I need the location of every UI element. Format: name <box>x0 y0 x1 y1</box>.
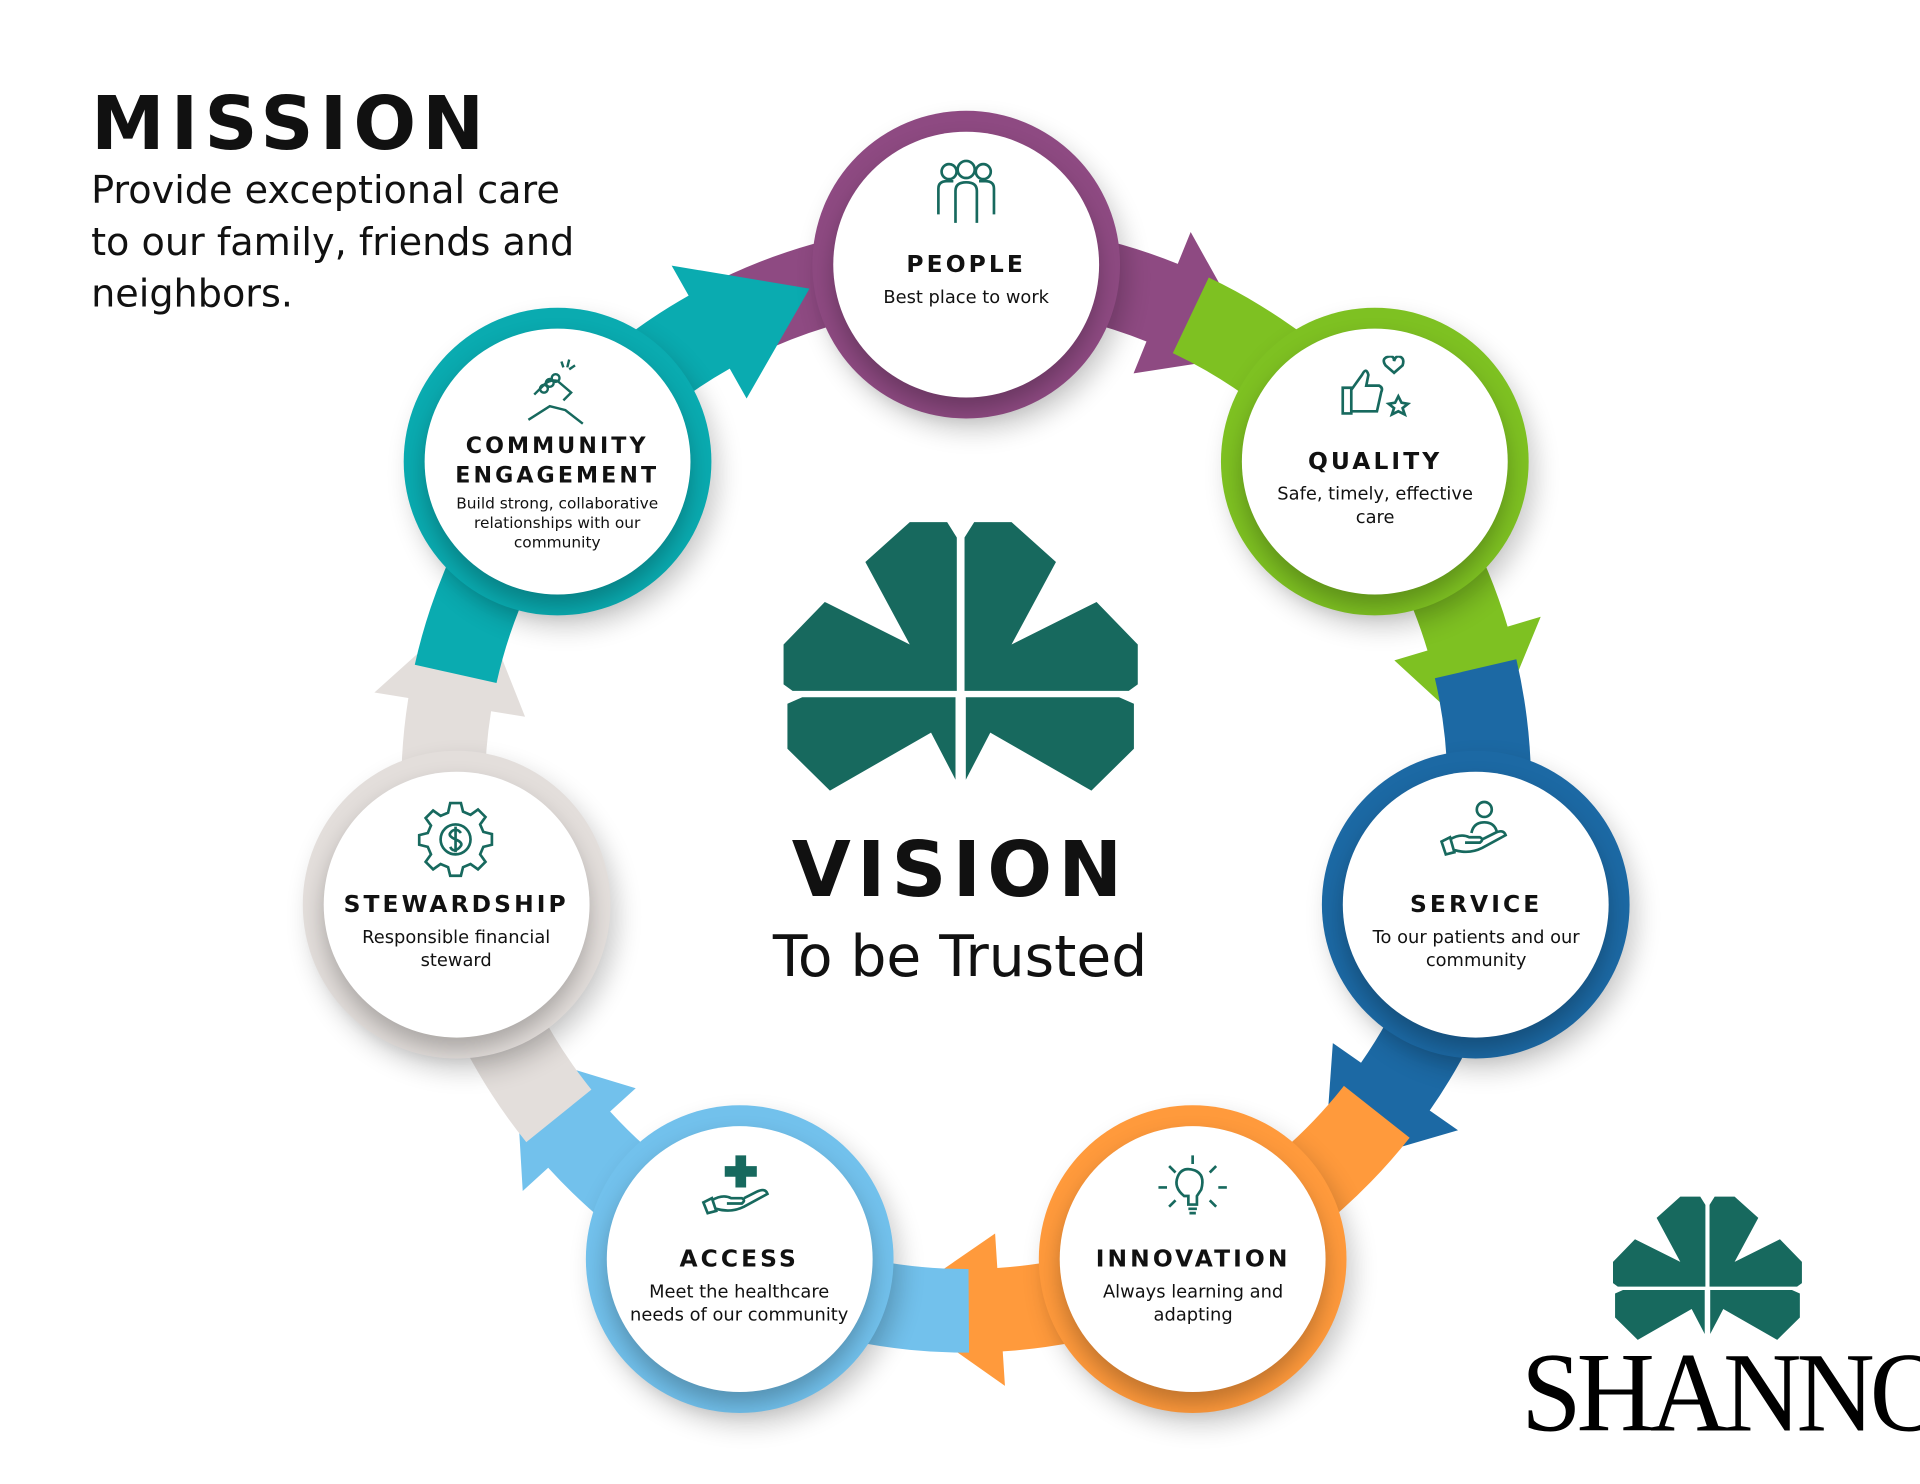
value-description: Safe, timely, effective care <box>1277 484 1473 529</box>
vision-tagline: To be Trusted <box>772 923 1148 990</box>
value-access: ACCESS Meet the healthcare needs of our … <box>606 1126 873 1392</box>
thumbs-up-heart-star-icon <box>1341 355 1412 418</box>
value-title: PEOPLE <box>906 251 1026 279</box>
value-people: PEOPLE Best place to work <box>833 131 1100 398</box>
value-title: COMMUNITY ENGAGEMENT <box>455 433 660 489</box>
value-description: Best place to work <box>883 288 1050 308</box>
shamrock-logo-icon <box>783 522 1138 791</box>
vision-title: VISION <box>791 824 1129 915</box>
value-service: SERVICE To our patients and our communit… <box>1343 771 1610 1038</box>
value-description: Responsible financial steward <box>362 927 551 971</box>
value-title: SERVICE <box>1409 890 1543 918</box>
value-title: QUALITY <box>1307 448 1443 476</box>
value-description: Meet the healthcare needs of our communi… <box>630 1282 849 1326</box>
gear-dollar-icon <box>417 801 493 877</box>
value-innovation: INNOVATION Always learning and adapting <box>1060 1126 1327 1392</box>
value-stewardship: STEWARDSHIP Responsible financial stewar… <box>323 771 590 1038</box>
people-group-icon <box>937 159 996 223</box>
brand-shamrock-icon <box>1613 1196 1802 1340</box>
value-title: ACCESS <box>679 1245 799 1273</box>
value-description: Build strong, collaborative relationship… <box>456 493 659 552</box>
brand-wordmark: SHANNON <box>1521 1331 1920 1457</box>
value-title: STEWARDSHIP <box>343 890 569 918</box>
hand-medical-cross-icon <box>701 1155 769 1215</box>
value-description: Always learning and adapting <box>1102 1282 1284 1326</box>
value-community: COMMUNITY ENGAGEMENT Build strong, colla… <box>424 328 691 595</box>
value-description: To our patients and our community <box>1372 927 1580 971</box>
value-quality: QUALITY Safe, timely, effective care <box>1242 328 1509 595</box>
lightbulb-icon <box>1158 1155 1228 1215</box>
value-title: INNOVATION <box>1095 1245 1291 1273</box>
mission-title: MISSION <box>91 81 491 168</box>
hand-person-icon <box>1440 800 1508 856</box>
handshake-icon <box>527 359 584 425</box>
mission-statement: Provide exceptional care to our family, … <box>91 168 575 317</box>
